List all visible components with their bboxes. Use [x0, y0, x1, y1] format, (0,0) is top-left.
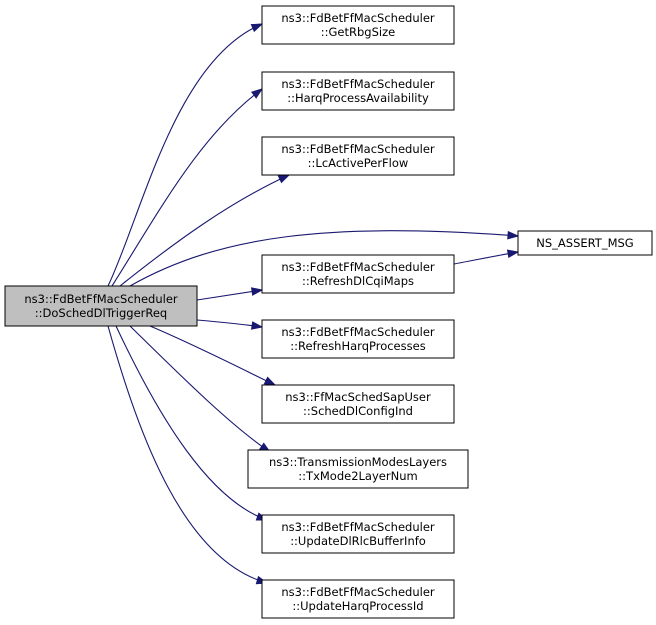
edge-root-to-n9: [115, 325, 269, 521]
edge-line: [107, 23, 263, 287]
node-label: ns3::FdBetFfMacScheduler: [281, 77, 435, 91]
arrowhead: [251, 88, 264, 99]
edge-root-to-n5: [196, 287, 264, 301]
edge-line: [115, 325, 268, 521]
node-label: ns3::FdBetFfMacScheduler: [281, 520, 435, 534]
arrowhead: [506, 249, 520, 259]
node-box: [261, 384, 455, 424]
edges-layer: [107, 23, 520, 585]
node-label: ::RefreshDlCqiMaps: [302, 274, 414, 288]
edge-line: [129, 230, 519, 287]
node-box: [261, 514, 455, 554]
node-box: [4, 285, 198, 327]
arrowhead: [250, 287, 264, 296]
node-label: ns3::TransmissionModesLayers: [269, 455, 447, 469]
root-node[interactable]: ns3::FdBetFfMacScheduler::DoSchedDlTrigg…: [4, 285, 198, 327]
edge-root-to-n2: [111, 88, 264, 287]
function-node[interactable]: ns3::TransmissionModesLayers::TxMode2Lay…: [247, 449, 469, 489]
node-label: ::RefreshHarqProcesses: [290, 339, 425, 353]
function-node[interactable]: ns3::FdBetFfMacScheduler::RefreshDlCqiMa…: [261, 254, 455, 294]
edge-line: [119, 174, 290, 287]
node-label: ::SchedDlConfigInd: [303, 404, 413, 418]
node-box: [261, 71, 455, 111]
function-node[interactable]: ns3::FdBetFfMacScheduler::HarqProcessAva…: [261, 71, 455, 111]
edge-line: [111, 88, 263, 287]
function-node[interactable]: ns3::FdBetFfMacScheduler::UpdateDlRlcBuf…: [261, 514, 455, 554]
function-node[interactable]: ns3::FdBetFfMacScheduler::UpdateHarqProc…: [261, 579, 455, 619]
node-label: ::TxMode2LayerNum: [298, 469, 417, 483]
node-box: [261, 5, 455, 45]
node-label: ::UpdateHarqProcessId: [292, 599, 423, 613]
node-label: ns3::FdBetFfMacScheduler: [281, 142, 435, 156]
edge-root-to-n6: [196, 319, 264, 330]
node-box: [261, 579, 455, 619]
function-node[interactable]: NS_ASSERT_MSG: [517, 230, 653, 256]
edge-n5-to-n4: [453, 249, 520, 265]
node-label: ::HarqProcessAvailability: [287, 91, 429, 105]
arrowhead: [250, 321, 264, 330]
node-box: [261, 254, 455, 294]
edge-line: [129, 325, 271, 453]
function-node[interactable]: ns3::FdBetFfMacScheduler::RefreshHarqPro…: [261, 319, 455, 359]
node-label: ::LcActivePerFlow: [308, 156, 409, 170]
edge-root-to-n1: [107, 23, 264, 287]
node-box: [261, 319, 455, 359]
node-box: [247, 449, 469, 489]
node-label: ns3::FdBetFfMacScheduler: [281, 260, 435, 274]
arrowhead: [250, 23, 264, 33]
arrowhead: [277, 174, 291, 184]
arrowhead: [507, 230, 520, 240]
edge-line: [107, 325, 268, 584]
node-box: [517, 230, 653, 256]
node-label: ::DoSchedDlTriggerReq: [35, 306, 168, 320]
edge-line: [149, 325, 276, 386]
node-label: ns3::FfMacSchedSapUser: [285, 390, 431, 404]
edge-root-to-n7: [149, 325, 277, 386]
node-label: ::UpdateDlRlcBufferInfo: [290, 534, 426, 548]
function-node[interactable]: ns3::FfMacSchedSapUser::SchedDlConfigInd: [261, 384, 455, 424]
node-label: ns3::FdBetFfMacScheduler: [24, 292, 178, 306]
arrowhead: [263, 376, 277, 386]
node-label: ::GetRbgSize: [321, 25, 395, 39]
function-node[interactable]: ns3::FdBetFfMacScheduler::LcActivePerFlo…: [261, 136, 455, 176]
nodes-layer: ns3::FdBetFfMacScheduler::DoSchedDlTrigg…: [4, 5, 653, 619]
node-box: [261, 136, 455, 176]
edge-root-to-n8: [129, 325, 272, 453]
edge-root-to-n10: [107, 325, 269, 585]
node-label: NS_ASSERT_MSG: [536, 236, 633, 250]
node-label: ns3::FdBetFfMacScheduler: [281, 325, 435, 339]
node-label: ns3::FdBetFfMacScheduler: [281, 11, 435, 25]
function-node[interactable]: ns3::FdBetFfMacScheduler::GetRbgSize: [261, 5, 455, 45]
edge-root-to-n4: [129, 230, 520, 287]
node-label: ns3::FdBetFfMacScheduler: [281, 585, 435, 599]
